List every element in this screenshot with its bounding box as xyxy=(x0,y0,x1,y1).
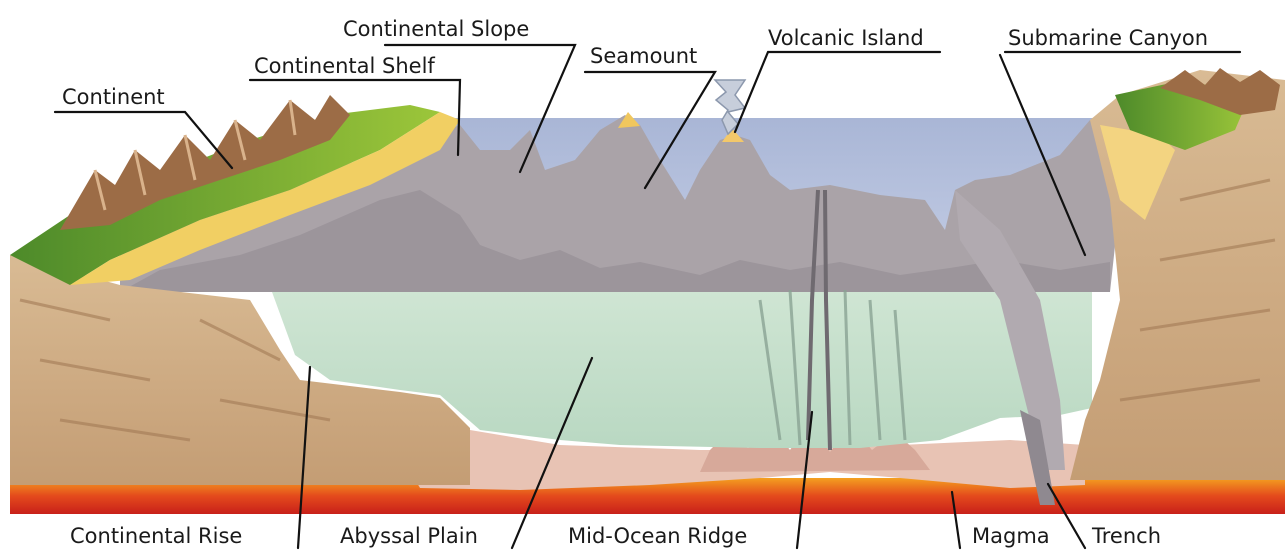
label-continental-rise: Continental Rise xyxy=(70,524,242,548)
label-mid-ocean-ridge: Mid-Ocean Ridge xyxy=(568,524,747,548)
label-seamount: Seamount xyxy=(590,44,697,68)
label-submarine-canyon: Submarine Canyon xyxy=(1008,26,1208,50)
label-abyssal-plain: Abyssal Plain xyxy=(340,524,478,548)
label-trench: Trench xyxy=(1091,524,1161,548)
label-continental-shelf: Continental Shelf xyxy=(254,54,435,78)
label-magma: Magma xyxy=(972,524,1050,548)
label-continent: Continent xyxy=(62,85,165,109)
label-volcanic-island: Volcanic Island xyxy=(768,26,924,50)
label-continental-slope: Continental Slope xyxy=(343,17,529,41)
